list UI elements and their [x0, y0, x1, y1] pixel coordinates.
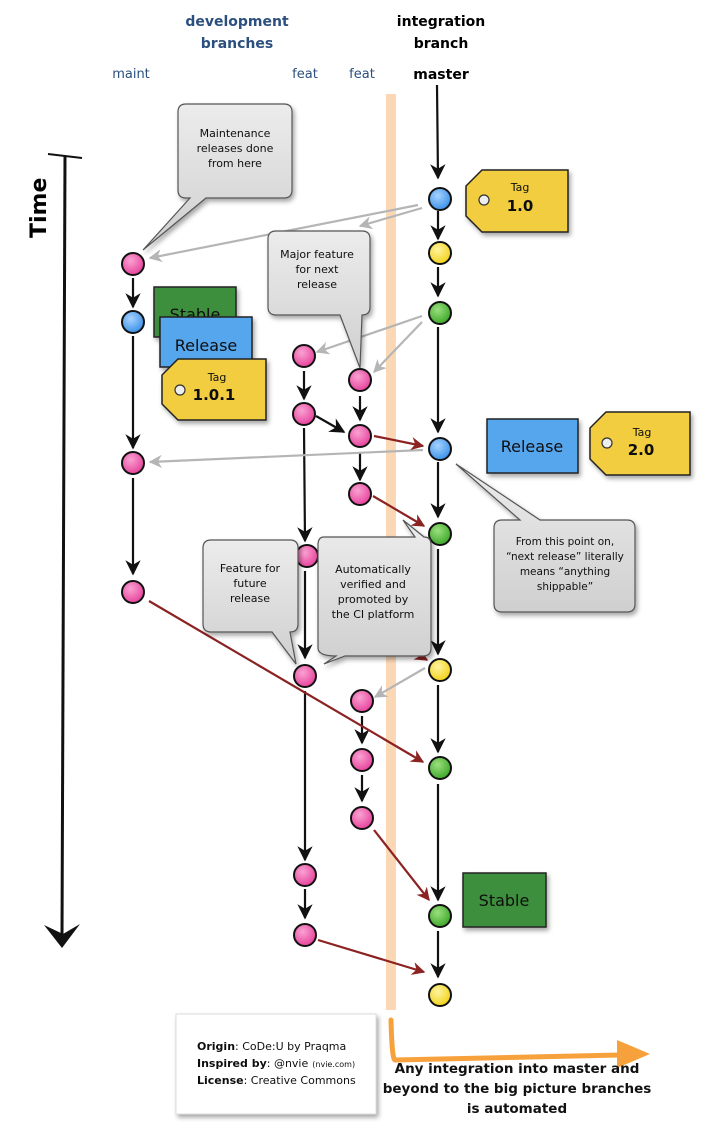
commit-feat-2 — [348, 482, 372, 506]
tag-2-0-version: 2.0 — [628, 441, 655, 459]
callout-next-release-line3: means “anything — [520, 566, 610, 578]
commit-feat-1 — [295, 544, 319, 568]
commit-maint — [121, 451, 145, 475]
callout-major-feature-line1: Major feature — [280, 248, 354, 261]
branch-label-feat-2: feat — [349, 67, 375, 82]
callout-future-feature-line3: release — [230, 592, 270, 605]
info-inspired-key: Inspired by — [197, 1057, 267, 1070]
commit-feat-1 — [292, 402, 316, 426]
commit-master — [428, 983, 452, 1007]
commit-master — [428, 658, 452, 682]
branch-label-feat-1: feat — [292, 67, 318, 82]
commit-master-tag-1-0 — [428, 187, 452, 211]
callout-auto-verified-line3: promoted by — [338, 593, 409, 606]
time-axis: Time — [27, 153, 83, 948]
callout-major-feature: Major feature for next release — [267, 230, 371, 369]
callout-maintenance-line1: Maintenance — [200, 127, 271, 140]
callout-maintenance-line2: releases done — [197, 142, 274, 155]
tag-hole-icon — [478, 194, 490, 206]
commit-feat-2 — [348, 368, 372, 392]
info-license-key: License — [197, 1074, 244, 1087]
dev-branches-title-line2: branches — [201, 36, 273, 52]
tag-1-0-1-version: 1.0.1 — [193, 386, 236, 404]
info-card: Origin: CoDe:U by Praqma Inspired by: @n… — [175, 1013, 377, 1115]
time-label: Time — [27, 178, 52, 238]
callout-auto-verified-line2: verified and — [340, 578, 406, 591]
callout-next-release-line1: From this point on, — [516, 536, 614, 548]
stable-label-bottom: Stable — [462, 872, 547, 928]
automated-note: Any integration into master and beyond t… — [383, 1061, 652, 1117]
commit-feat-1 — [293, 863, 317, 887]
integration-branch-title-line2: branch — [414, 36, 469, 52]
automated-note-line1: Any integration into master and — [395, 1061, 640, 1077]
commit-maint — [121, 252, 145, 276]
tag-hole-icon — [601, 437, 613, 449]
info-inspired-small: (nvie.com) — [312, 1060, 355, 1069]
commit-master-release-2-0 — [428, 437, 452, 461]
callout-next-release-line4: shippable” — [537, 581, 593, 593]
info-license: License: Creative Commons — [197, 1074, 356, 1087]
info-inspired-value: : @nvie — [267, 1057, 309, 1070]
callout-auto-verified-line1: Automatically — [335, 563, 411, 576]
callout-future-feature: Feature for future release — [202, 539, 299, 665]
commit-feat-2 — [348, 424, 372, 448]
header: development branches integration branch … — [112, 14, 485, 83]
callout-major-feature-line3: release — [297, 278, 337, 291]
callout-auto-verified: Automatically verified and promoted by t… — [317, 519, 432, 665]
info-origin: Origin: CoDe:U by Praqma — [197, 1040, 346, 1053]
tag-1-0-label: Tag — [510, 181, 530, 194]
info-origin-value: : CoDe:U by Praqma — [235, 1040, 346, 1053]
commit-feat-1 — [293, 923, 317, 947]
commit-maint — [121, 580, 145, 604]
callout-next-release: From this point on, “next release” liter… — [455, 463, 636, 613]
commit-master — [428, 756, 452, 780]
info-license-value: : Creative Commons — [244, 1074, 356, 1087]
tag-hole-icon — [174, 384, 186, 396]
commit-feat-2 — [350, 748, 374, 772]
commit-master-stable — [428, 904, 452, 928]
branch-label-maint: maint — [112, 67, 150, 82]
callout-future-feature-line2: future — [233, 577, 266, 590]
dev-branches-title-line1: development — [185, 14, 289, 30]
callout-maintenance: Maintenance releases done from here — [142, 103, 293, 251]
release-label-right: Release — [486, 418, 579, 474]
automation-arrow — [388, 1017, 650, 1068]
stable-label-bottom-text: Stable — [479, 891, 530, 910]
callout-future-feature-line1: Feature for — [220, 562, 281, 575]
release-label-left-text: Release — [175, 336, 238, 355]
automated-note-line3: is automated — [467, 1101, 567, 1117]
info-origin-key: Origin — [197, 1040, 235, 1053]
callout-major-feature-line2: for next — [296, 263, 340, 276]
tag-1-0: Tag 1.0 — [465, 169, 569, 233]
commit-master — [428, 241, 452, 265]
commit-feat-1 — [292, 344, 316, 368]
commit-master — [428, 301, 452, 325]
commit-feat-1 — [293, 664, 317, 688]
callout-next-release-line2: “next release” literally — [506, 551, 624, 563]
callout-auto-verified-line4: the CI platform — [332, 608, 415, 621]
info-inspired: Inspired by: @nvie(nvie.com) — [197, 1057, 355, 1070]
commits — [121, 187, 452, 1007]
tag-1-0-version: 1.0 — [507, 197, 534, 215]
commit-maint-release-1-0-1 — [121, 310, 145, 334]
branch-lines — [125, 84, 446, 979]
branch-label-master: master — [413, 67, 469, 83]
tag-1-0-1: Tag 1.0.1 — [161, 358, 267, 421]
tag-2-0-label: Tag — [632, 426, 652, 439]
tag-1-0-1-label: Tag — [207, 371, 227, 384]
automated-note-line2: beyond to the big picture branches — [383, 1081, 652, 1097]
callout-maintenance-line3: from here — [208, 157, 262, 170]
release-label-right-text: Release — [501, 437, 564, 456]
commit-master — [428, 522, 452, 546]
commit-feat-2 — [350, 806, 374, 830]
tag-2-0: Tag 2.0 — [589, 411, 691, 476]
commit-feat-2 — [350, 689, 374, 713]
integration-branch-title-line1: integration — [397, 14, 485, 30]
